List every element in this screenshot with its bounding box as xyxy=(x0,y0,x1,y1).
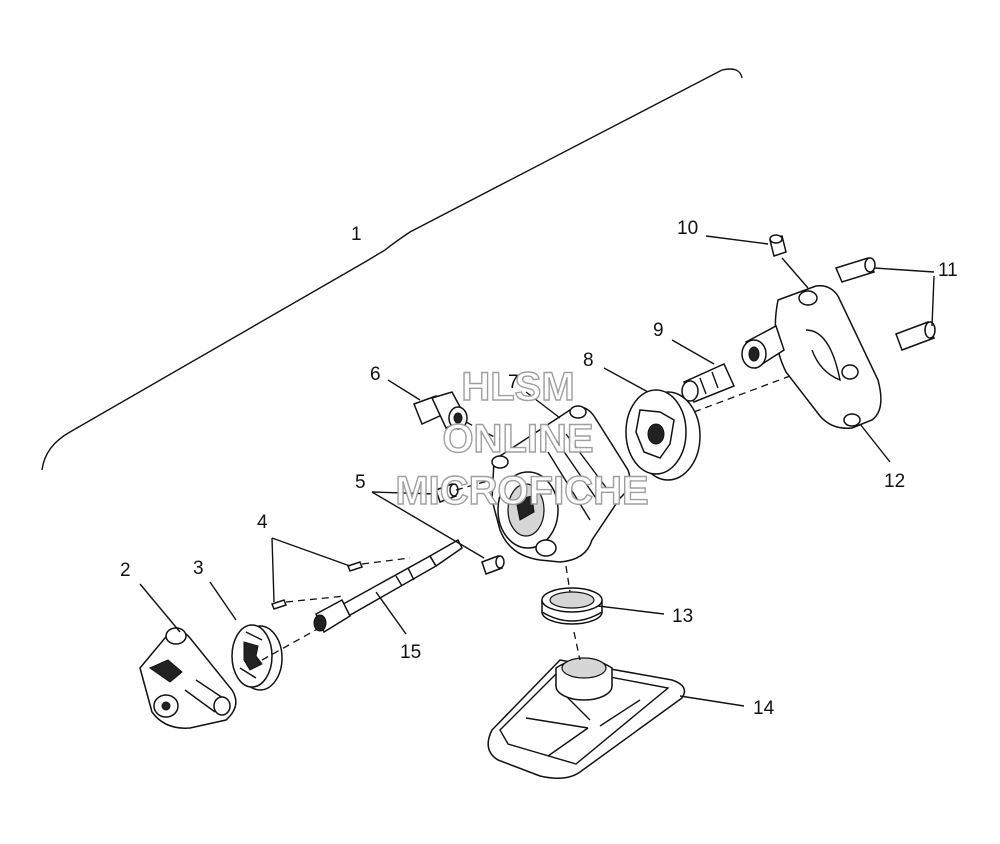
part-8-outer-rotor xyxy=(625,389,701,481)
callout-6: 6 xyxy=(370,364,381,385)
part-10-dowel xyxy=(769,234,787,257)
callout-2: 2 xyxy=(120,560,131,581)
callout-1: 1 xyxy=(351,224,362,245)
callout-9: 9 xyxy=(653,320,664,341)
assembly-bracket xyxy=(41,68,743,471)
part-6-valve-plug xyxy=(413,391,501,441)
callout-7: 7 xyxy=(508,372,519,393)
part-4-pins xyxy=(271,557,411,610)
part-9-relief-valve xyxy=(681,363,791,413)
callout-4: 4 xyxy=(257,512,268,533)
part-15-shaft xyxy=(313,538,463,634)
part-12-cover-plate xyxy=(741,284,882,429)
callout-11: 11 xyxy=(938,260,958,281)
callout-13: 13 xyxy=(672,606,693,627)
callout-12: 12 xyxy=(884,471,905,492)
part-5-bushings xyxy=(435,477,505,575)
part-7-pump-body xyxy=(491,405,631,563)
watermark-line-1: HLSM xyxy=(461,365,574,409)
watermark-line-2: ONLINE xyxy=(442,417,593,461)
callout-5: 5 xyxy=(355,472,366,493)
callout-10: 10 xyxy=(677,218,698,239)
callout-15: 15 xyxy=(400,642,421,663)
part-2-end-cover xyxy=(139,627,237,729)
part-3-inner-rotor xyxy=(231,624,283,691)
watermark-line-3: MICROFICHE xyxy=(395,469,648,513)
part-13-seal-ring xyxy=(541,565,603,625)
leader-lines xyxy=(139,235,935,707)
callout-8: 8 xyxy=(583,350,594,371)
part-14-strainer xyxy=(487,631,686,779)
callout-14: 14 xyxy=(753,698,775,719)
callout-3: 3 xyxy=(193,558,204,579)
